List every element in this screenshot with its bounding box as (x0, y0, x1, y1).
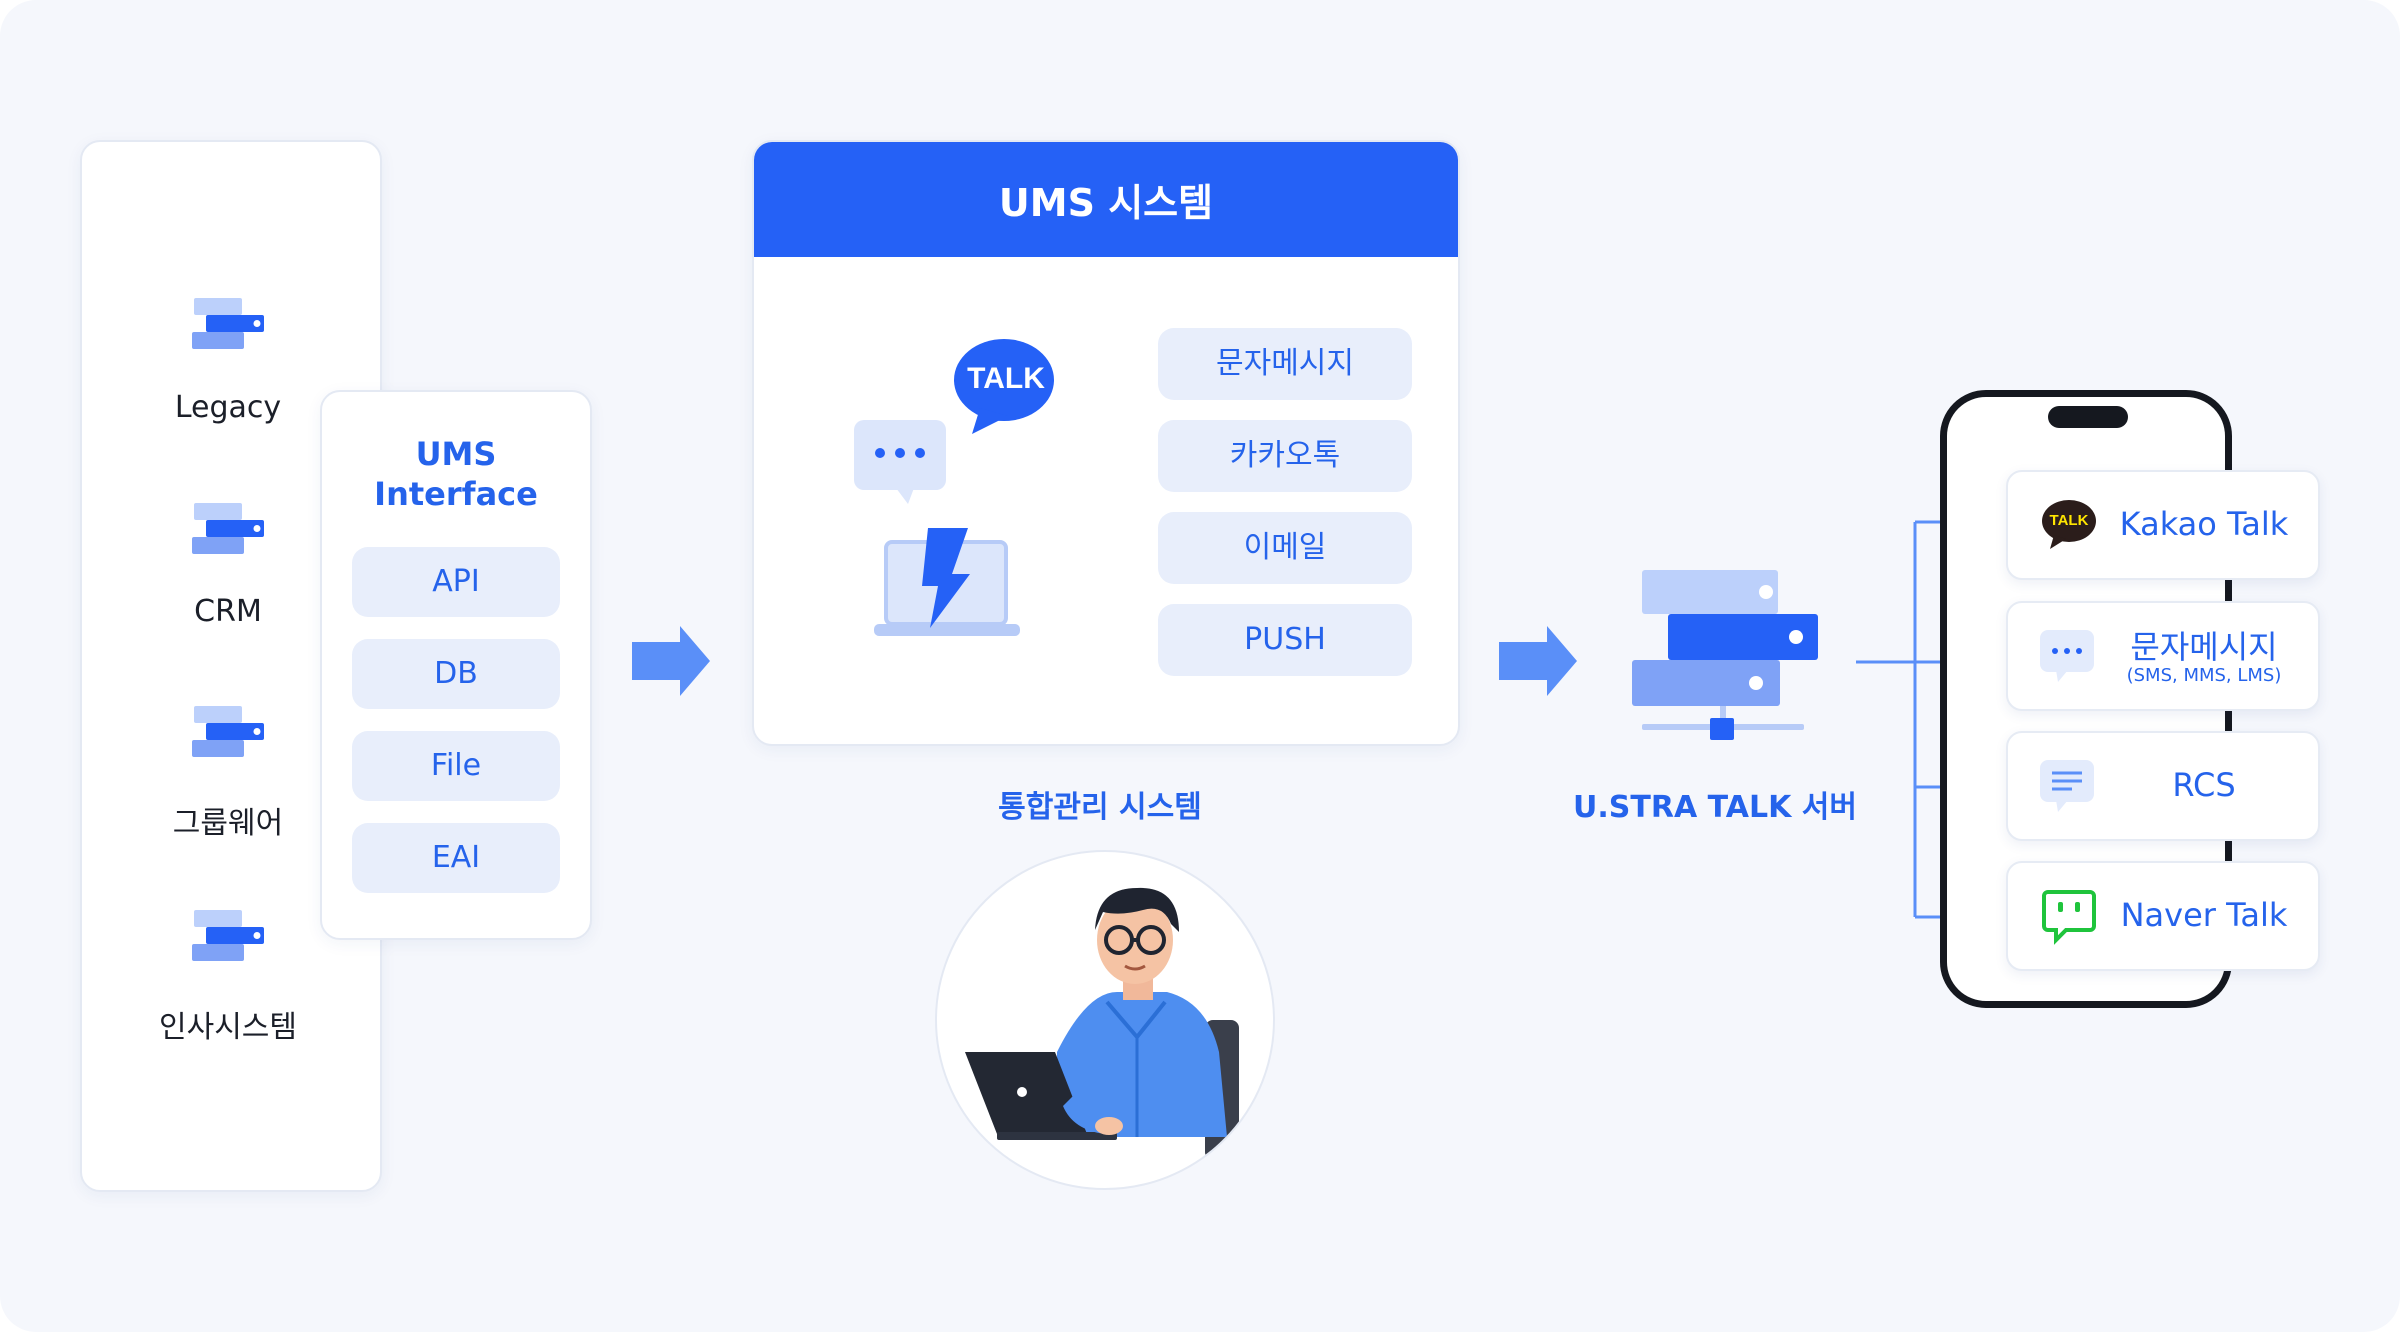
channel-label-rcs: RCS (2172, 766, 2236, 804)
crm-server-icon (192, 503, 264, 554)
groupware-server-icon (192, 706, 264, 757)
channel-label-sms: 문자메시지 (2130, 628, 2278, 666)
talk-bubble-icon (954, 339, 1054, 434)
channel-label-naver-talk: Naver Talk (2120, 896, 2288, 934)
flow-arrow-to-ums (632, 626, 710, 696)
interface-title-line2: Interface (374, 475, 538, 513)
ums-system-header: UMS 시스템 (754, 142, 1458, 257)
source-label-hr-system: 인사시스템 (159, 1010, 297, 1045)
interface-item-db: DB (352, 639, 560, 709)
phone-notch (2048, 406, 2128, 428)
ums-interface-panel: UMS Interface API DB File EAI (320, 390, 592, 940)
interface-item-eai: EAI (352, 823, 560, 893)
rcs-icon (2040, 760, 2094, 812)
hr-system-server-icon (192, 910, 264, 961)
source-label-legacy: Legacy (174, 390, 282, 425)
channel-sublabel-sms: (SMS, MMS, LMS) (2126, 665, 2282, 686)
kakao-talk-icon-text: TALK (2049, 512, 2089, 529)
channel-label-kakao-talk: Kakao Talk (2119, 505, 2289, 543)
service-push: PUSH (1158, 604, 1412, 676)
kakao-talk-icon (2042, 500, 2096, 549)
flow-arrow-to-server (1499, 626, 1577, 696)
talk-server-caption: U.STRA TALK 서버 (1573, 790, 1857, 825)
interface-item-file: File (352, 731, 560, 801)
integrated-system-caption: 통합관리 시스템 (998, 790, 1202, 825)
channel-card-naver-talk (2006, 861, 2320, 971)
source-label-crm: CRM (194, 594, 262, 629)
service-email: 이메일 (1158, 512, 1412, 584)
interface-title-line1: UMS (415, 435, 497, 473)
laptop-lightning-icon (874, 528, 1020, 636)
naver-talk-icon (2042, 890, 2096, 945)
sms-icon (2040, 630, 2094, 682)
service-sms: 문자메시지 (1158, 328, 1412, 400)
talk-bubble-text: TALK (967, 362, 1045, 395)
interface-item-api: API (352, 547, 560, 617)
talk-server-icon (1632, 570, 1818, 740)
source-label-groupware: 그룹웨어 (172, 806, 284, 841)
legacy-server-icon (192, 298, 264, 349)
service-kakaotalk: 카카오톡 (1158, 420, 1412, 492)
operator-illustration (935, 850, 1275, 1190)
message-dots-icon (854, 420, 946, 504)
